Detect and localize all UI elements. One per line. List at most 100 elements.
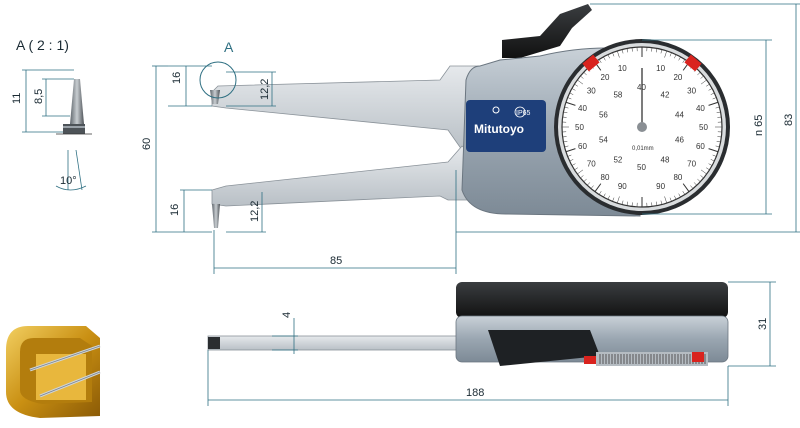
- dial-inner-label: 48: [661, 155, 670, 164]
- dial-tick: [621, 200, 624, 205]
- dial-tick: [678, 193, 681, 198]
- dial-tick: [655, 201, 658, 206]
- dial-tick: [594, 183, 602, 193]
- dial-tick: [626, 48, 629, 53]
- dial-tick: [571, 163, 576, 166]
- dial-inner-label: 58: [613, 91, 622, 100]
- dim-upper-jaw-tip: 12,2: [259, 79, 271, 100]
- dial-inner-label: 56: [599, 111, 608, 120]
- dial-tick: [655, 48, 658, 53]
- dial-tick: [708, 101, 719, 106]
- dial-tick: [700, 169, 707, 175]
- dial-tick: [708, 163, 713, 166]
- dial-tick: [710, 92, 715, 95]
- dial-tick: [583, 178, 587, 182]
- dial-tick: [598, 59, 602, 63]
- dial-tick: [700, 175, 704, 179]
- dial-tick: [577, 169, 584, 175]
- dial-outer-label: 30: [687, 87, 696, 96]
- detail-callout-label: A: [224, 39, 234, 55]
- dial-outer-label: 20: [601, 73, 610, 82]
- dial-tick: [712, 97, 717, 100]
- dial-outer-label: 40: [696, 104, 705, 113]
- dial-tick: [682, 191, 686, 195]
- dial-inner-label: 54: [599, 135, 608, 144]
- dim-jaw-reach: 85: [330, 255, 342, 267]
- dial-tick: [577, 79, 584, 85]
- dial-outer-label: 80: [673, 173, 682, 182]
- dial-tick: [580, 175, 584, 179]
- dim-lower-jaw-offset: 16: [169, 204, 181, 216]
- dial-outer-label: 60: [578, 142, 587, 151]
- dim-tip-angle: 10°: [60, 175, 77, 187]
- dial-outer-label: 50: [575, 123, 584, 132]
- dial-tick: [664, 50, 667, 58]
- dial-inner-label: 46: [675, 135, 684, 144]
- limit-marker-right: [684, 54, 702, 72]
- dial-tick: [660, 200, 663, 205]
- dial-tick: [612, 52, 615, 57]
- upper-jaw: [210, 65, 481, 151]
- dial-tick: [571, 88, 576, 91]
- dial-tick: [690, 185, 694, 189]
- dial-tick: [631, 47, 633, 52]
- brand-logo: Mitutoyo: [474, 122, 524, 136]
- dial-outer-label: 50: [699, 123, 708, 132]
- dial-outer-label: 70: [687, 159, 696, 168]
- dial-tick: [621, 49, 624, 54]
- dial-tick: [674, 195, 677, 200]
- dial-tick: [693, 182, 697, 186]
- dial-tick: [603, 56, 606, 61]
- dial-inner-label: 52: [613, 155, 622, 164]
- dim-upper-jaw-offset: 16: [171, 72, 183, 84]
- dial-tick: [580, 75, 584, 79]
- dial-tick: [626, 201, 629, 206]
- dial-tick: [697, 72, 701, 76]
- dial-tick: [562, 136, 567, 138]
- ip-rating: IP65: [516, 110, 531, 117]
- dial-tick: [706, 83, 710, 87]
- dial-tick: [674, 54, 677, 59]
- dial-outer-label: 20: [673, 73, 682, 82]
- dial-tick: [587, 182, 591, 186]
- dim-lower-jaw-tip: 12,2: [249, 201, 261, 222]
- dial-tick: [563, 111, 568, 114]
- dial-outer-label: 90: [618, 182, 627, 191]
- side-limit-marker-right: [692, 352, 704, 362]
- dial-tick: [669, 52, 672, 57]
- dial-tick: [598, 191, 602, 195]
- dial-outer-label: 80: [601, 173, 610, 182]
- dial-tick: [563, 140, 568, 143]
- dial-tick: [716, 140, 721, 143]
- dial-tick: [715, 145, 720, 148]
- dial-tick: [562, 116, 567, 118]
- dial-tick: [567, 97, 572, 100]
- dial-resolution: 0,01mm: [632, 146, 654, 152]
- detail-title: A ( 2 : 1): [16, 37, 69, 53]
- dial-tick: [564, 145, 569, 148]
- tip-detail: [56, 79, 92, 191]
- knurled-ring: [599, 354, 706, 364]
- dial-inner-label: 44: [675, 111, 684, 120]
- dial-tick: [617, 50, 620, 58]
- dial-tick: [682, 183, 690, 193]
- dial-tick: [574, 167, 578, 171]
- dim-total-length: 188: [466, 387, 484, 399]
- dial-tick: [567, 154, 572, 157]
- dial-tick: [607, 195, 610, 200]
- dial-tick: [717, 136, 722, 138]
- dim-dial-diameter: n 65: [753, 115, 765, 136]
- dial-tick: [682, 59, 686, 63]
- dial-outer-label: 10: [656, 64, 665, 73]
- limit-marker-left: [582, 54, 600, 72]
- dim-jaw-thickness: 4: [281, 312, 293, 318]
- dial-tick: [697, 178, 701, 182]
- dial-outer-label: 70: [587, 159, 596, 168]
- dial-outer-label: 90: [656, 182, 665, 191]
- dial-tick: [710, 159, 715, 162]
- dial-tick: [565, 148, 576, 153]
- dial-tick: [603, 193, 606, 198]
